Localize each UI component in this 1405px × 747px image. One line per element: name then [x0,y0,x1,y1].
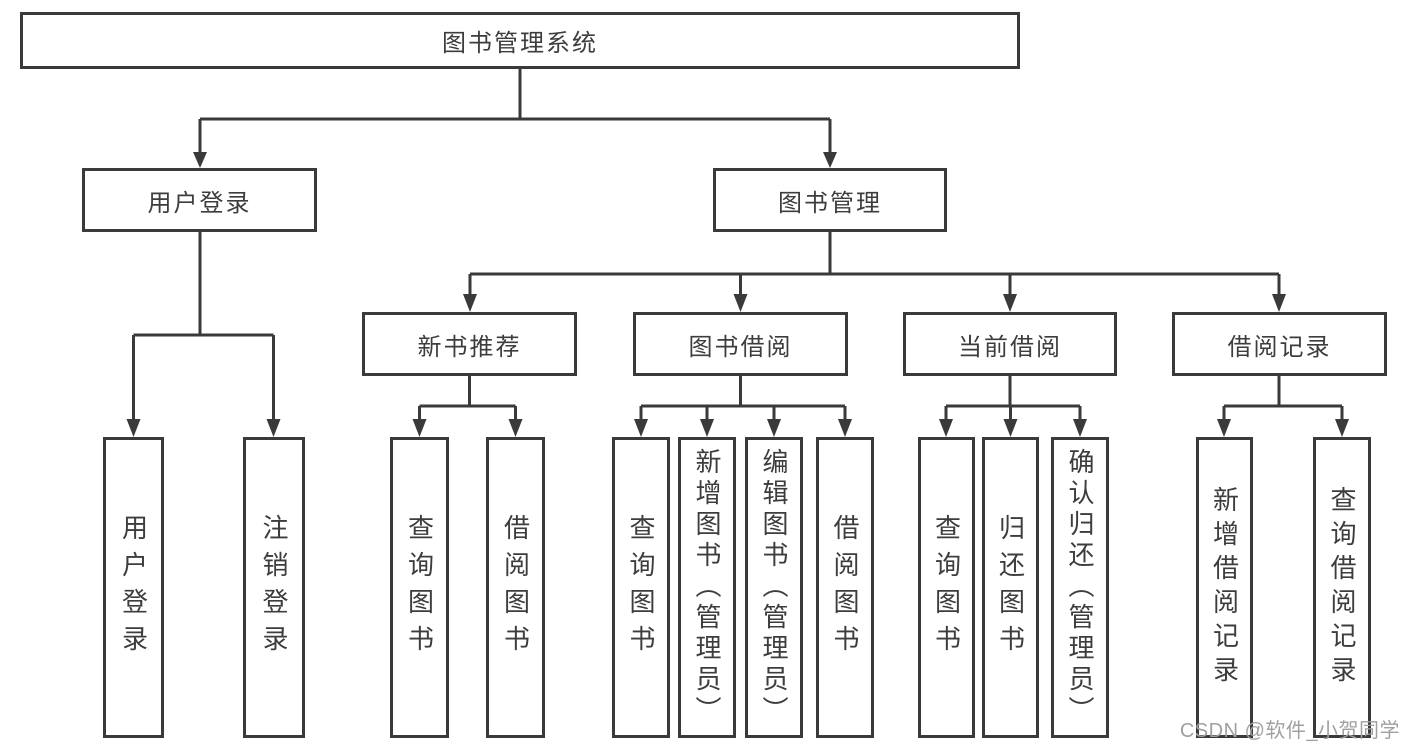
leaf-query-books-recommend: 查询图书 [390,437,449,738]
node-new-book-recommend: 新书推荐 [362,312,577,376]
leaf-logout: 注销登录 [243,437,305,738]
node-book-borrow: 图书借阅 [633,312,848,376]
connector-root [193,69,837,168]
leaf-return-book: 归还图书 [982,437,1039,738]
leaf-add-book-admin: 新增图书（管理员） [678,437,736,738]
node-current-borrow: 当前借阅 [903,312,1117,376]
node-borrow-records: 借阅记录 [1172,312,1387,376]
leaf-user-login: 用户登录 [103,437,164,738]
connector-borrow-records [1217,376,1349,437]
leaf-query-borrow-record: 查询借阅记录 [1313,437,1371,738]
connector-current-borrow [939,376,1087,437]
connector-book-management [463,232,1286,312]
leaf-confirm-return-admin: 确认归还（管理员） [1051,437,1109,738]
leaf-borrow-books-recommend: 借阅图书 [486,437,545,738]
leaf-edit-book-admin: 编辑图书（管理员） [745,437,803,738]
connector-new-book [412,376,523,437]
leaf-query-books-borrow: 查询图书 [612,437,670,738]
leaf-query-books-current: 查询图书 [918,437,975,738]
watermark: CSDN @软件_小贺同学 [1179,720,1400,742]
node-user-login-branch: 用户登录 [82,168,317,232]
leaf-add-borrow-record: 新增借阅记录 [1196,437,1253,738]
leaf-borrow-books: 借阅图书 [816,437,874,738]
node-system-root: 图书管理系统 [20,12,1020,69]
connector-book-borrow [634,376,852,437]
node-book-management: 图书管理 [713,168,947,232]
connector-user-login [126,232,281,437]
